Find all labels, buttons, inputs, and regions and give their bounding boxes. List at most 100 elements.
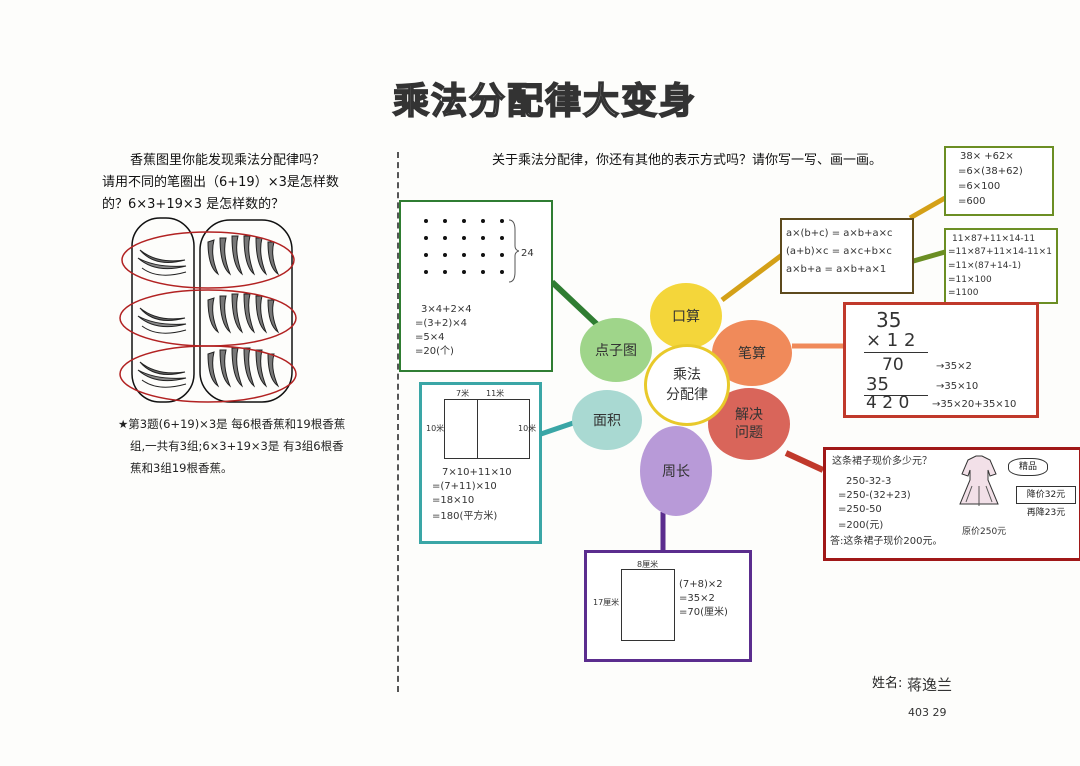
vertical-multiplication-box: 35 × 1 2 70 →35×2 35 →35×10 4 2 0 →35×20…: [843, 302, 1039, 418]
area-split-line: [477, 400, 478, 458]
problem-work-2: =250-(32+23): [838, 490, 911, 501]
dot-array: [424, 219, 504, 274]
dot-work-3: =5×4: [415, 332, 445, 343]
area-label-side-2: 10米: [518, 424, 537, 433]
mental1-line-1: 38× +62×: [960, 151, 1014, 162]
banana-bunch-large-1: [207, 235, 280, 276]
dot-work-1: 3×4+2×4: [421, 304, 472, 315]
petal-area-label: 面积: [593, 413, 621, 429]
connector-mental-box-1: [908, 195, 947, 221]
area-label-right: 11米: [486, 389, 505, 398]
banana-bunch-small-1: [137, 249, 187, 276]
right-prompt: 关于乘法分配律，你还有其他的表示方式吗？请你写一写、画一画。: [492, 153, 883, 168]
vertical-top: 35: [876, 308, 902, 332]
petal-dot-diagram-label: 点子图: [595, 343, 637, 359]
petal-dot-diagram: 点子图: [580, 318, 652, 382]
perimeter-work-3: =70(厘米): [679, 607, 728, 618]
student-name: 蒋逸兰: [907, 676, 953, 694]
banana-illustration: [119, 217, 297, 403]
petal-problem-solving-label-2: 问题: [735, 425, 763, 441]
handwritten-answer: ★第3题(6+19)×3是 每6根香蕉和19根香蕉 组,一共有3组;6×3+19…: [118, 413, 398, 479]
problem-answer: 答:这条裙子现价200元。: [830, 536, 943, 547]
area-label-left: 7米: [456, 389, 470, 398]
perimeter-rectangle: [621, 569, 675, 641]
perimeter-label-top: 8厘米: [637, 560, 659, 569]
banana-bunch-large-2: [207, 293, 280, 334]
vertical-total: 4 2 0: [866, 393, 910, 413]
answer-line-1: ★第3题(6+19)×3是 每6根香蕉和19根香蕉: [118, 417, 346, 431]
mental-math-box-1: 38× +62× =6×(38+62) =6×100 =600: [944, 146, 1054, 216]
perimeter-work-1: (7+8)×2: [679, 579, 723, 590]
class-number: 403 29: [908, 706, 947, 719]
area-work-1: 7×10+11×10: [442, 467, 512, 478]
left-prompt-line-2: 请用不同的笔圈出（6+19）×3是怎样数: [102, 175, 339, 190]
flower-center: 乘法 分配律: [644, 344, 730, 426]
area-work-3: =18×10: [432, 495, 475, 506]
dot-array-box: 24 3×4+2×4 =(3+2)×4 =5×4 =20(个): [399, 200, 553, 372]
area-work-4: =180(平方米): [432, 511, 498, 522]
row-circle-3: [119, 345, 297, 403]
problem-question: 这条裙子现价多少元？: [832, 456, 932, 467]
vertical-line-2: [864, 395, 928, 396]
vertical-mult: × 1 2: [866, 330, 916, 351]
flower-center-label-2: 分配律: [666, 387, 708, 403]
mental2-line-5: =1100: [948, 288, 979, 298]
perimeter-label-side: 17厘米: [593, 598, 620, 607]
mental-math-box-2: 11×87+11×14-11 =11×87+11×14-11×1 =11×(87…: [944, 228, 1058, 304]
mental2-line-3: =11×(87+14-1): [948, 261, 1021, 271]
flower-center-label-1: 乘法: [673, 367, 701, 383]
formula-3: a×b+a = a×b+a×1: [786, 264, 887, 275]
area-rectangle: [444, 399, 530, 459]
connector-formula-box: [720, 253, 784, 302]
answer-line-3: 蕉和3组19根香蕉。: [130, 461, 233, 475]
column-circle-large: [199, 219, 293, 403]
petal-mental-math: 口算: [650, 283, 722, 349]
row-circle-1: [121, 231, 295, 289]
mental1-line-4: =600: [958, 196, 986, 207]
worksheet-title: 乘法分配律大变身: [392, 79, 697, 123]
banana-bunch-small-2: [137, 307, 187, 334]
petal-perimeter: 周长: [640, 426, 712, 516]
vertical-row1: 70: [882, 355, 904, 375]
vertical-row1-note: →35×2: [936, 361, 972, 372]
area-label-side: 10米: [426, 424, 445, 433]
mental2-line-1: 11×87+11×14-11: [952, 234, 1036, 244]
left-prompt: 香蕉图里你能发现乘法分配律吗？ 请用不同的笔圈出（6+19）×3是怎样数 的？6…: [102, 150, 392, 216]
perimeter-box: 8厘米 17厘米 (7+8)×2 =35×2 =70(厘米): [584, 550, 752, 662]
petal-perimeter-label: 周长: [662, 464, 690, 480]
area-work-2: =(7+11)×10: [432, 481, 497, 492]
mental1-line-3: =6×100: [958, 181, 1001, 192]
brace-icon: [508, 219, 519, 283]
premium-tag: 精品: [1008, 458, 1048, 476]
answer-line-2: 组,一共有3组;6×3+19×3是 有3组6根香: [130, 439, 344, 453]
problem-box: 这条裙子现价多少元？ 精品 250-32-3 =250-(32+23) =250…: [823, 447, 1080, 561]
left-prompt-line-1: 香蕉图里你能发现乘法分配律吗？: [130, 153, 326, 168]
problem-work-1: 250-32-3: [846, 476, 892, 487]
formula-2: (a+b)×c = a×c+b×c: [786, 246, 892, 257]
formula-1: a×(b+c) = a×b+a×c: [786, 228, 893, 239]
formula-box: a×(b+c) = a×b+a×c (a+b)×c = a×c+b×c a×b+…: [780, 218, 914, 294]
vertical-row2-note: →35×10: [936, 381, 979, 392]
mental2-line-2: =11×87+11×14-11×1: [948, 247, 1052, 257]
problem-work-3: =250-50: [838, 504, 882, 515]
banana-bunch-large-3: [207, 347, 280, 388]
discount-label: 降价32元: [1016, 486, 1076, 504]
vertical-row2: 35: [866, 374, 889, 395]
original-price-note: 原价250元: [962, 527, 1007, 537]
connector-mental-box-2: [909, 249, 946, 265]
petal-written-calc-label: 笔算: [738, 346, 766, 362]
dot-count-label: 24: [521, 248, 534, 259]
column-circle-small: [131, 217, 195, 403]
perimeter-work-2: =35×2: [679, 593, 715, 604]
dashed-divider: [397, 152, 399, 692]
vertical-total-note: →35×20+35×10: [932, 399, 1017, 410]
mental1-line-2: =6×(38+62): [958, 166, 1023, 177]
problem-work-4: =200(元): [838, 520, 884, 531]
vertical-line-1: [864, 352, 928, 353]
dress-icon: [959, 455, 999, 506]
petal-mental-math-label: 口算: [672, 309, 700, 325]
connector-problem-box: [784, 450, 825, 473]
left-prompt-line-3: 的？6×3+19×3 是怎样数的？: [102, 197, 285, 212]
dot-work-4: =20(个): [415, 346, 454, 357]
name-label: 姓名:: [872, 676, 903, 691]
